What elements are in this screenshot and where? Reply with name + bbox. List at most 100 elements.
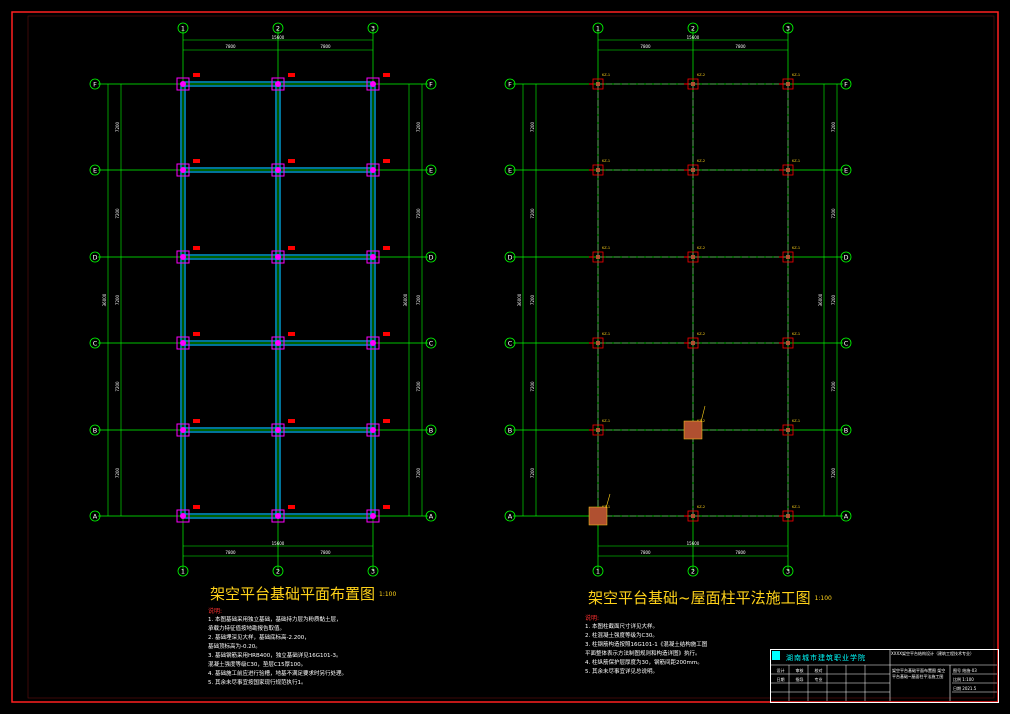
column-tag: KZ-1	[602, 159, 610, 163]
dimension-text: 7800	[320, 550, 331, 555]
axis-bubble	[592, 22, 604, 34]
column-tag: KZ-1	[602, 246, 610, 250]
column-node	[275, 427, 281, 433]
axis-label: C	[844, 339, 849, 347]
footing	[271, 423, 285, 437]
left-note-line: 基础顶标高为-0.20。	[208, 644, 261, 650]
axis-label: F	[429, 80, 433, 88]
footing-tag	[288, 505, 295, 509]
column-tag: KZ-2	[697, 159, 705, 163]
footing	[271, 509, 285, 523]
dimension-text: 7200	[115, 381, 120, 392]
leader-line	[605, 493, 611, 509]
axis-bubble	[425, 424, 437, 436]
dimension-text: 7200	[115, 208, 120, 219]
axis-bubble	[425, 337, 437, 349]
drawing-name: 架空平台基础平面布置图 架空平台基础~屋面柱平法施工图	[892, 668, 946, 679]
footing-tag	[288, 159, 295, 163]
axis-label: 2	[691, 24, 695, 32]
left-plan-title-text: 架空平台基础平面布置图	[210, 585, 376, 603]
column-node	[370, 167, 376, 173]
dimension-text: 7200	[115, 467, 120, 478]
column-core	[691, 255, 695, 259]
dimension-text: 7200	[831, 121, 836, 132]
axis-label: 2	[276, 24, 280, 32]
axis-bubble	[89, 510, 101, 522]
axis-bubble	[425, 510, 437, 522]
dimension-text: 7200	[831, 208, 836, 219]
footing-tag	[383, 332, 390, 336]
dimension-text: 7200	[115, 294, 120, 305]
left-notes-heading: 说明:	[208, 608, 223, 615]
dimension-text: 7800	[735, 44, 746, 49]
footing	[366, 77, 380, 91]
dimension-text: 36000	[818, 293, 823, 306]
column-core	[596, 255, 600, 259]
column-core	[786, 514, 790, 518]
axis-bubble	[272, 565, 284, 577]
axis-label: D	[843, 253, 848, 261]
column-node	[275, 340, 281, 346]
left-note-line: 5. 其余未尽事宜按国家现行规范执行1。	[208, 680, 307, 686]
dimension-text: 7200	[530, 294, 535, 305]
axis-label: 3	[371, 567, 375, 575]
column-node	[180, 254, 186, 260]
axis-label: A	[429, 512, 434, 520]
axis-bubble	[504, 78, 516, 90]
axis-bubble	[504, 337, 516, 349]
dimension-text: 15600	[687, 35, 700, 40]
right-note-line: 1. 本图柱截面尺寸详见大样。	[585, 624, 658, 630]
left-note-line: 1. 本图基础采用独立基础，基础持力层为粉质黏土层，	[208, 617, 342, 623]
axis-label: A	[844, 512, 849, 520]
column-node	[180, 427, 186, 433]
column-node	[180, 81, 186, 87]
footing-tag	[383, 419, 390, 423]
axis-label: D	[92, 253, 97, 261]
axis-label: 3	[371, 24, 375, 32]
column-node	[370, 340, 376, 346]
column-core	[786, 341, 790, 345]
dimension-text: 7200	[831, 467, 836, 478]
left-note-line: 2. 基础埋深见大样，基础底标高-2.200，	[208, 635, 310, 641]
axis-label: 1	[596, 24, 600, 32]
axis-bubble	[782, 22, 794, 34]
axis-bubble	[840, 510, 852, 522]
footing-tag	[193, 73, 200, 77]
axis-label: F	[508, 80, 512, 88]
footing	[366, 423, 380, 437]
axis-bubble	[687, 22, 699, 34]
axis-bubble	[840, 251, 852, 263]
footing-tag	[383, 73, 390, 77]
dimension-text: 36000	[102, 293, 107, 306]
footing	[271, 336, 285, 350]
footing	[176, 250, 190, 264]
axis-label: D	[507, 253, 512, 261]
inner-frame	[27, 15, 995, 699]
axis-label: 3	[786, 567, 790, 575]
axis-bubble	[272, 22, 284, 34]
dimension-text: 36000	[517, 293, 522, 306]
axis-label: C	[508, 339, 513, 347]
axis-bubble	[89, 337, 101, 349]
axis-bubble	[504, 164, 516, 176]
cell-design: 设计	[776, 668, 785, 673]
dimension-text: 7200	[530, 121, 535, 132]
column-core	[691, 168, 695, 172]
column-tag: KZ-1	[792, 505, 800, 509]
column-node	[275, 254, 281, 260]
column-core	[691, 341, 695, 345]
school-logo	[772, 651, 780, 660]
footing	[176, 77, 190, 91]
right-plan-scale: 1:100	[814, 595, 832, 602]
column-node	[275, 81, 281, 87]
axis-bubble	[504, 251, 516, 263]
dimension-text: 7800	[225, 550, 236, 555]
dimension-text: 7200	[416, 208, 421, 219]
column-detail-B2	[683, 420, 703, 440]
column-core	[691, 514, 695, 518]
axis-label: B	[508, 426, 512, 434]
column-tag: KZ-1	[602, 419, 610, 423]
